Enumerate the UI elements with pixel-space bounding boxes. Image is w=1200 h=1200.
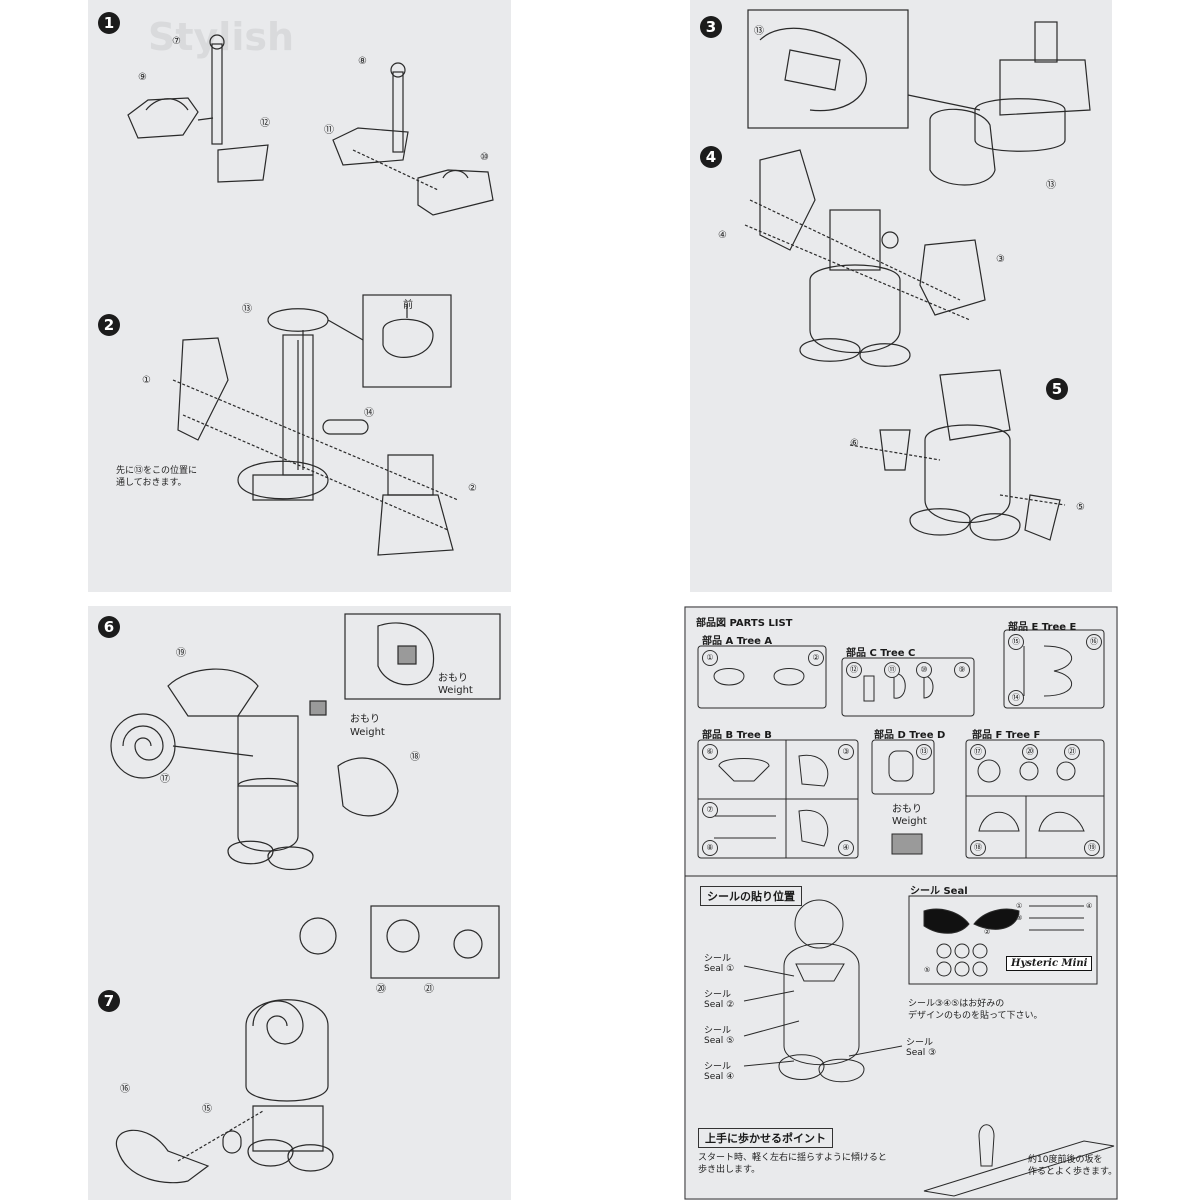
seal-sheet-title: シール Seal [910, 886, 968, 897]
step-number: 5 [1046, 378, 1068, 400]
step-number: 6 [98, 616, 120, 638]
part-number: ⑱ [970, 840, 986, 856]
step-number: 3 [700, 16, 722, 38]
callout: ② [468, 483, 477, 494]
part-number: ③ [838, 744, 854, 760]
callout: ⑨ [138, 72, 147, 83]
part-number: ⑥ [702, 744, 718, 760]
callout: ⑬ [242, 304, 252, 315]
parts-list-illustration [684, 606, 1118, 1200]
part-number: ⑪ [884, 662, 900, 678]
callout: ⑦ [172, 36, 181, 47]
callout: ⑰ [160, 774, 170, 785]
callout: ⑳ [376, 984, 386, 995]
part-number: ⑳ [1022, 744, 1038, 760]
part-number: ⑲ [1084, 840, 1100, 856]
callout: ⑩ [480, 152, 489, 163]
step-number: 2 [98, 314, 120, 336]
part-number: ⑩ [916, 662, 932, 678]
callout: ④ [718, 230, 727, 241]
parts-list-sheet: 部品図 PARTS LIST 部品 A Tree A 部品 C Tree C 部… [684, 606, 1118, 1200]
callout: ⑯ [120, 1084, 130, 1095]
part-number: ⑯ [1086, 634, 1102, 650]
step-number: 1 [98, 12, 120, 34]
step2-note: 先に⑬をこの位置に 通しておきます。 [116, 466, 198, 488]
step-number: 4 [700, 146, 722, 168]
part-number: ㉑ [1064, 744, 1080, 760]
weight-label: おもり [438, 673, 468, 684]
part-number: ⑬ [916, 744, 932, 760]
weight-label: おもり [892, 804, 922, 815]
front-label: 前 [403, 300, 413, 311]
tree-d-title: 部品 D Tree D [874, 730, 946, 741]
callout: ⑲ [176, 648, 186, 659]
callout: ⑬ [754, 26, 764, 37]
sheet-number: ① [1016, 902, 1023, 910]
callout: ⑬ [1046, 180, 1056, 191]
part-number: ④ [838, 840, 854, 856]
part-number: ② [808, 650, 824, 666]
tree-f-title: 部品 F Tree F [972, 730, 1041, 741]
slope-note: 約10度前後の坂を 作るとよく歩きます。 [1028, 1155, 1118, 1177]
walking-tips-heading: 上手に歩かせるポイント [698, 1128, 833, 1148]
steps-6-7-illustration [110, 613, 501, 1184]
part-number: ⑰ [970, 744, 986, 760]
seal-position-heading: シールの貼り位置 [700, 886, 802, 906]
callout: ⑥ [850, 438, 859, 449]
part-number: ⑧ [702, 840, 718, 856]
tree-a-title: 部品 A Tree A [702, 636, 773, 647]
part-number: ① [702, 650, 718, 666]
callout: ⑧ [358, 56, 367, 67]
step-number: 7 [98, 990, 120, 1012]
callout: ⑱ [410, 752, 420, 763]
part-number: ⑭ [1008, 690, 1024, 706]
steps-1-2-illustration: Stylish [127, 15, 494, 556]
sheet-number: ⑤ [924, 966, 931, 974]
tree-e-title: 部品 E Tree E [1008, 622, 1077, 633]
instruction-sheet-steps-6-7: 6 7 ⑲ ⑰ ⑱ ⑳ ㉑ ⑯ ⑮ おもり Weight おもり Weight [88, 606, 511, 1200]
weight-label: おもり [350, 714, 380, 725]
tree-c-title: 部品 C Tree C [846, 648, 916, 659]
callout: ⑫ [260, 118, 270, 129]
sheet-number: ③ [1016, 914, 1023, 922]
callout: ① [142, 375, 151, 386]
callout: ③ [996, 254, 1005, 265]
part-number: ⑨ [954, 662, 970, 678]
part-number: ⑦ [702, 802, 718, 818]
callout: ⑭ [364, 408, 374, 419]
sheet-number: ④ [1086, 902, 1093, 910]
part-number: ⑮ [1008, 634, 1024, 650]
callout: ⑪ [324, 125, 334, 136]
tree-b-title: 部品 B Tree B [702, 730, 772, 741]
instruction-sheet-steps-1-2: Stylish [88, 0, 511, 592]
weight-label: Weight [350, 727, 385, 738]
hysteric-mini-logo: Hysteric Mini [1006, 956, 1093, 971]
instruction-sheet-steps-3-5: 3 4 5 ⑬ ⑬ ④ ③ ⑥ ⑤ [690, 0, 1112, 592]
sheet-number: ② [984, 928, 991, 936]
weight-label: Weight [892, 816, 927, 827]
seal-note: シール③④⑤はお好みの デザインのものを貼って下さい。 [908, 999, 1043, 1021]
weight-label: Weight [438, 685, 473, 696]
callout: ⑮ [202, 1104, 212, 1115]
parts-list-title: 部品図 PARTS LIST [696, 618, 793, 629]
callout: ⑤ [1076, 502, 1085, 513]
walking-tips-text: スタート時、軽く左右に揺らすように傾けると 歩き出します。 [698, 1153, 887, 1175]
part-number: ⑫ [846, 662, 862, 678]
steps-3-5-illustration [744, 9, 1091, 541]
callout: ㉑ [424, 984, 434, 995]
